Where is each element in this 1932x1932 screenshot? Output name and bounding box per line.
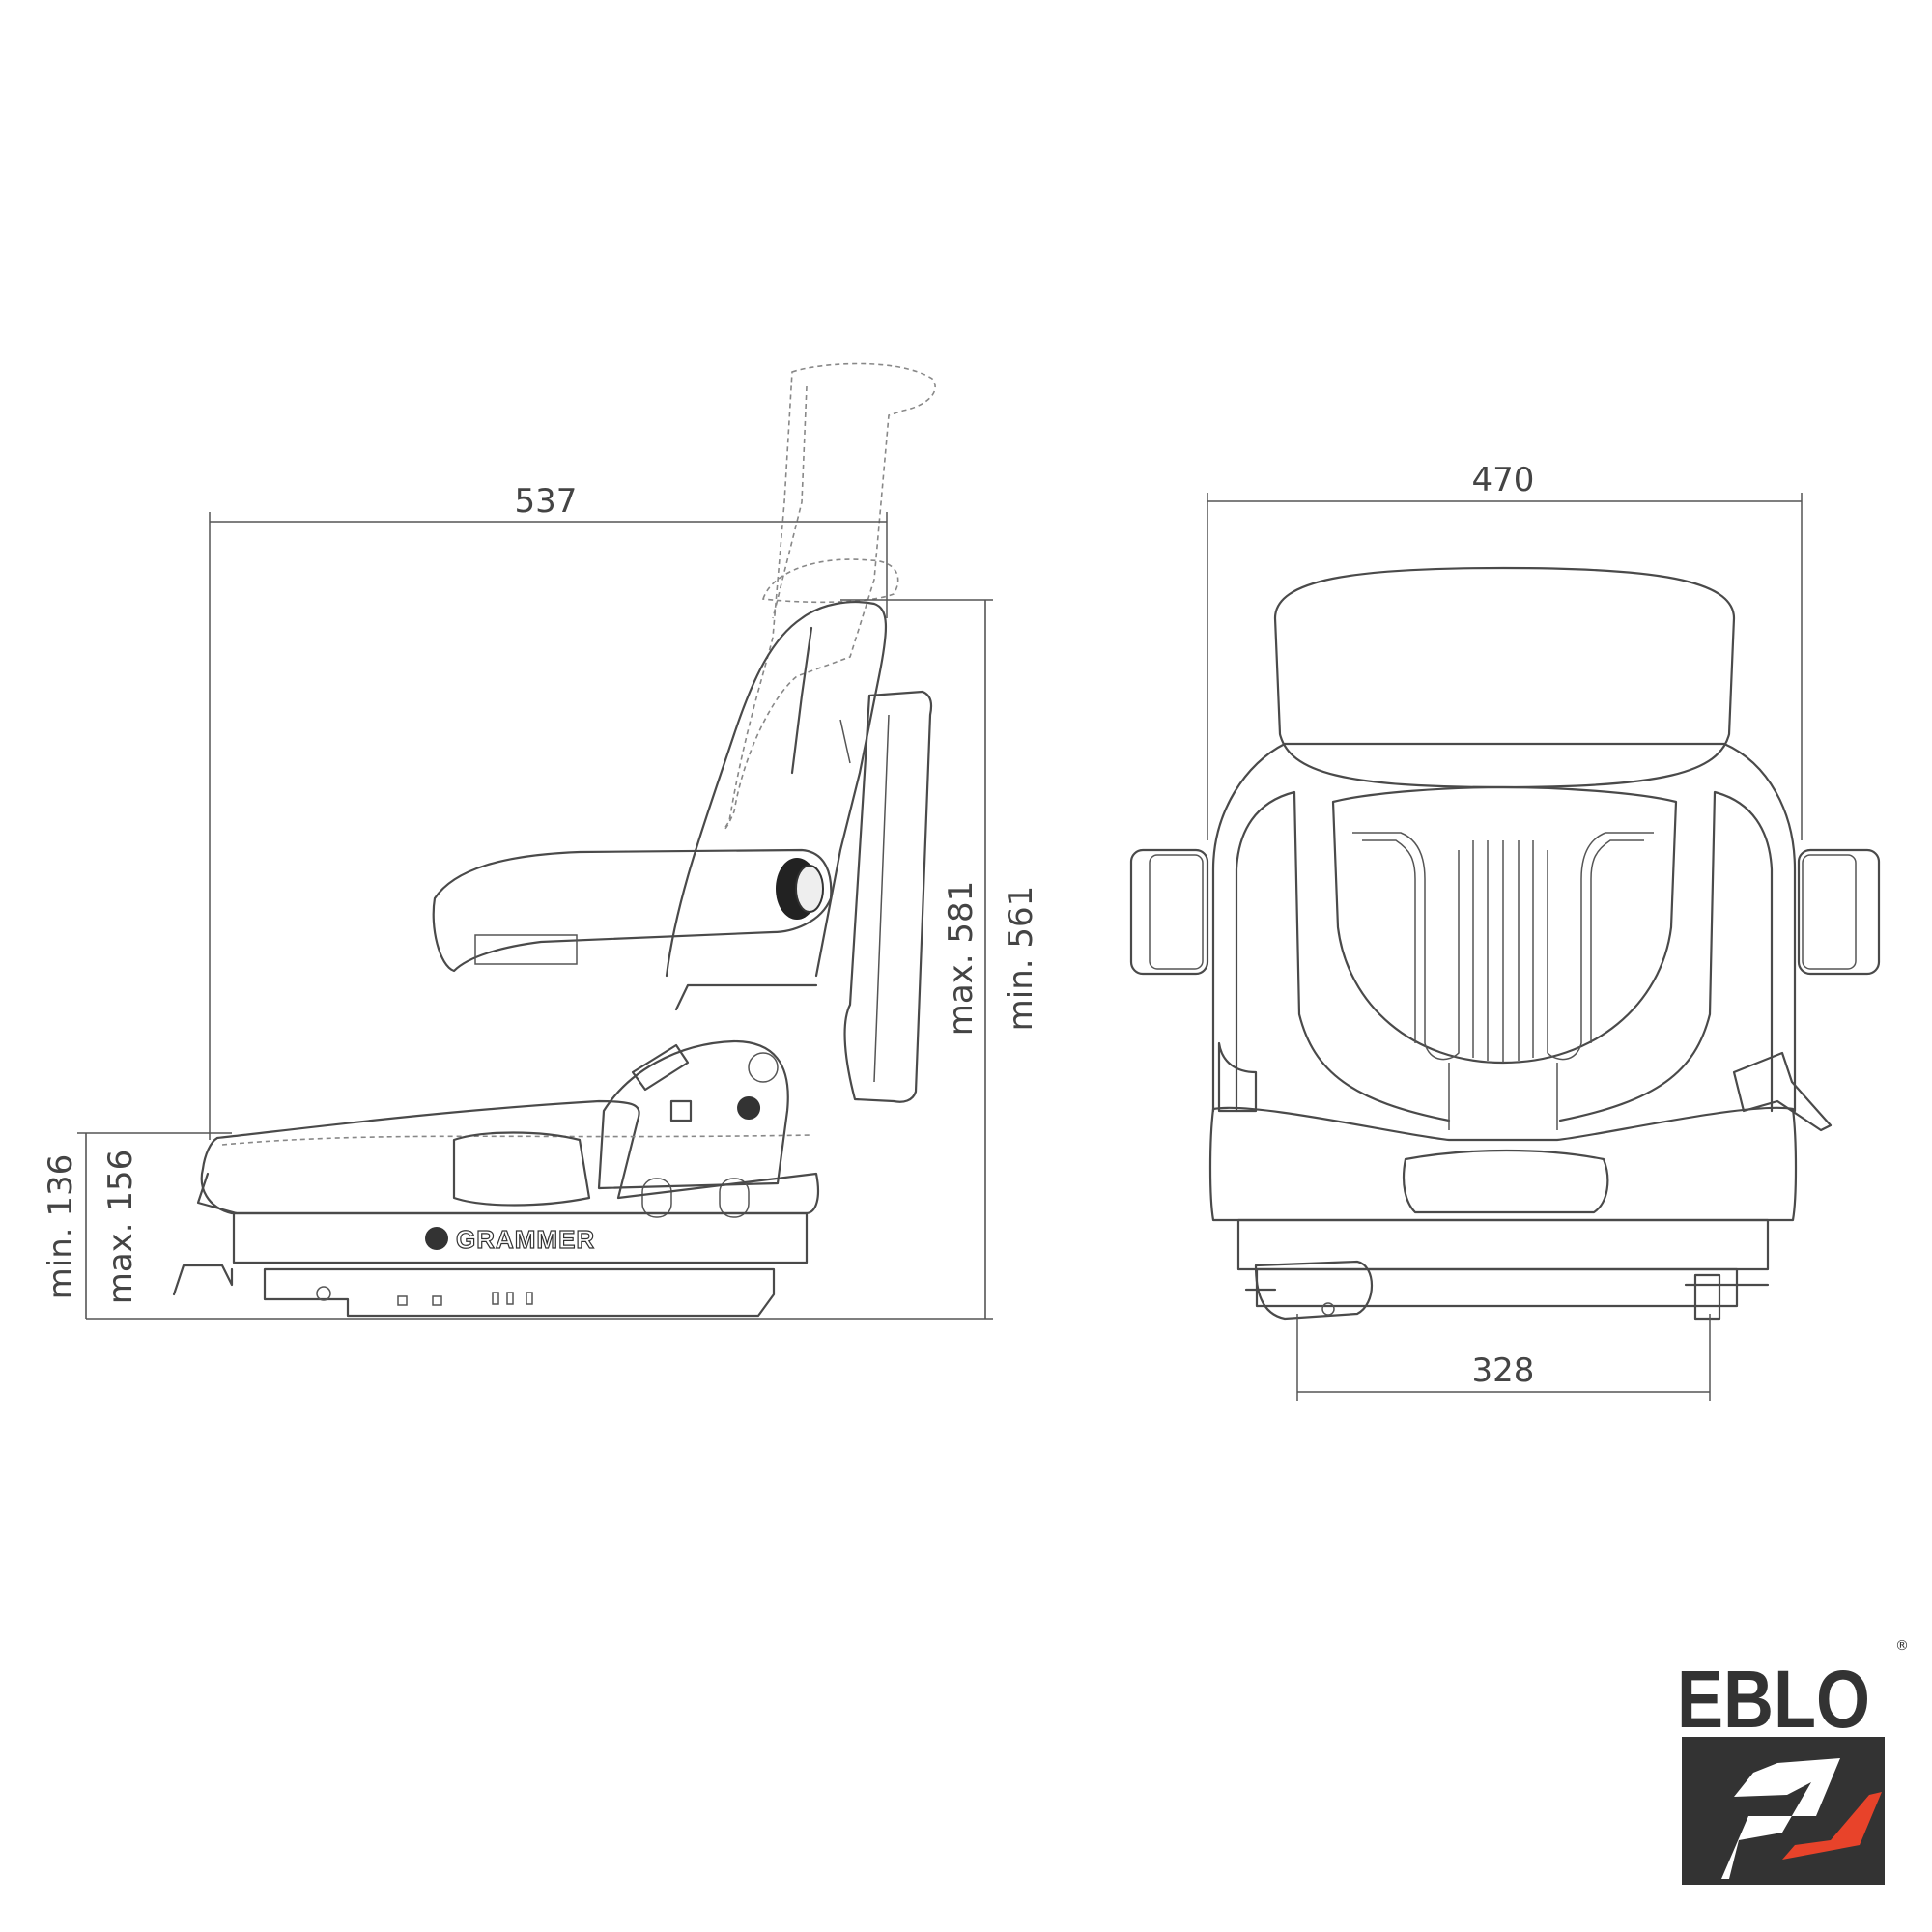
brand-mark-icon xyxy=(737,1096,761,1120)
grammer-brand-text: GRAMMER xyxy=(456,1225,595,1254)
dimension-label-470: 470 xyxy=(1472,461,1535,499)
raised-backrest-dashed xyxy=(724,362,936,831)
dimension-label-max-581: max. 581 xyxy=(942,881,980,1037)
svg-text:®: ® xyxy=(1895,1638,1909,1654)
headrest xyxy=(1273,566,1736,789)
dimension-label-537: 537 xyxy=(515,482,578,521)
side-view: GRAMMER 537 max. 581 min. 561 min. 136 m… xyxy=(42,362,1040,1320)
back-panel xyxy=(843,690,933,1103)
svg-text:EBLO: EBLO xyxy=(1677,1654,1870,1745)
seat-belt-buckle-icon xyxy=(1732,1051,1833,1132)
dimension-height-side: max. 581 min. 561 xyxy=(86,599,1040,1320)
backrest-frame xyxy=(1211,742,1797,1113)
grammer-logo: GRAMMER xyxy=(425,1224,595,1255)
backrest-rib-pattern xyxy=(1352,832,1654,1063)
front-seat-base xyxy=(1236,1218,1770,1271)
dimension-suspension-stroke: min. 136 max. 156 xyxy=(42,1132,232,1319)
seat-base xyxy=(232,1211,809,1264)
backrest-adjust-knob-icon xyxy=(776,858,824,920)
dimension-label-min-561: min. 561 xyxy=(1002,886,1040,1032)
eblo-logo: EBLO ® xyxy=(1677,1638,1909,1885)
front-view: 470 328 xyxy=(1129,461,1881,1401)
dimension-width-front: 470 xyxy=(1207,461,1803,840)
backrest-outline xyxy=(665,601,887,978)
front-seat-cushion xyxy=(1208,1106,1798,1222)
seat-cushion xyxy=(200,1099,820,1215)
backrest-center-panel xyxy=(1331,785,1678,1065)
dimension-label-min-136: min. 136 xyxy=(42,1154,80,1300)
dimension-label-328: 328 xyxy=(1472,1351,1535,1390)
dimension-label-max-156: max. 156 xyxy=(101,1150,140,1305)
dimension-width-side: 537 xyxy=(209,482,888,1140)
armrest-left xyxy=(1129,848,1209,976)
lower-suspension xyxy=(263,1267,776,1318)
armrest-right xyxy=(1797,848,1881,976)
dimension-mount-width: 328 xyxy=(1296,1314,1711,1401)
armrest xyxy=(432,848,833,973)
